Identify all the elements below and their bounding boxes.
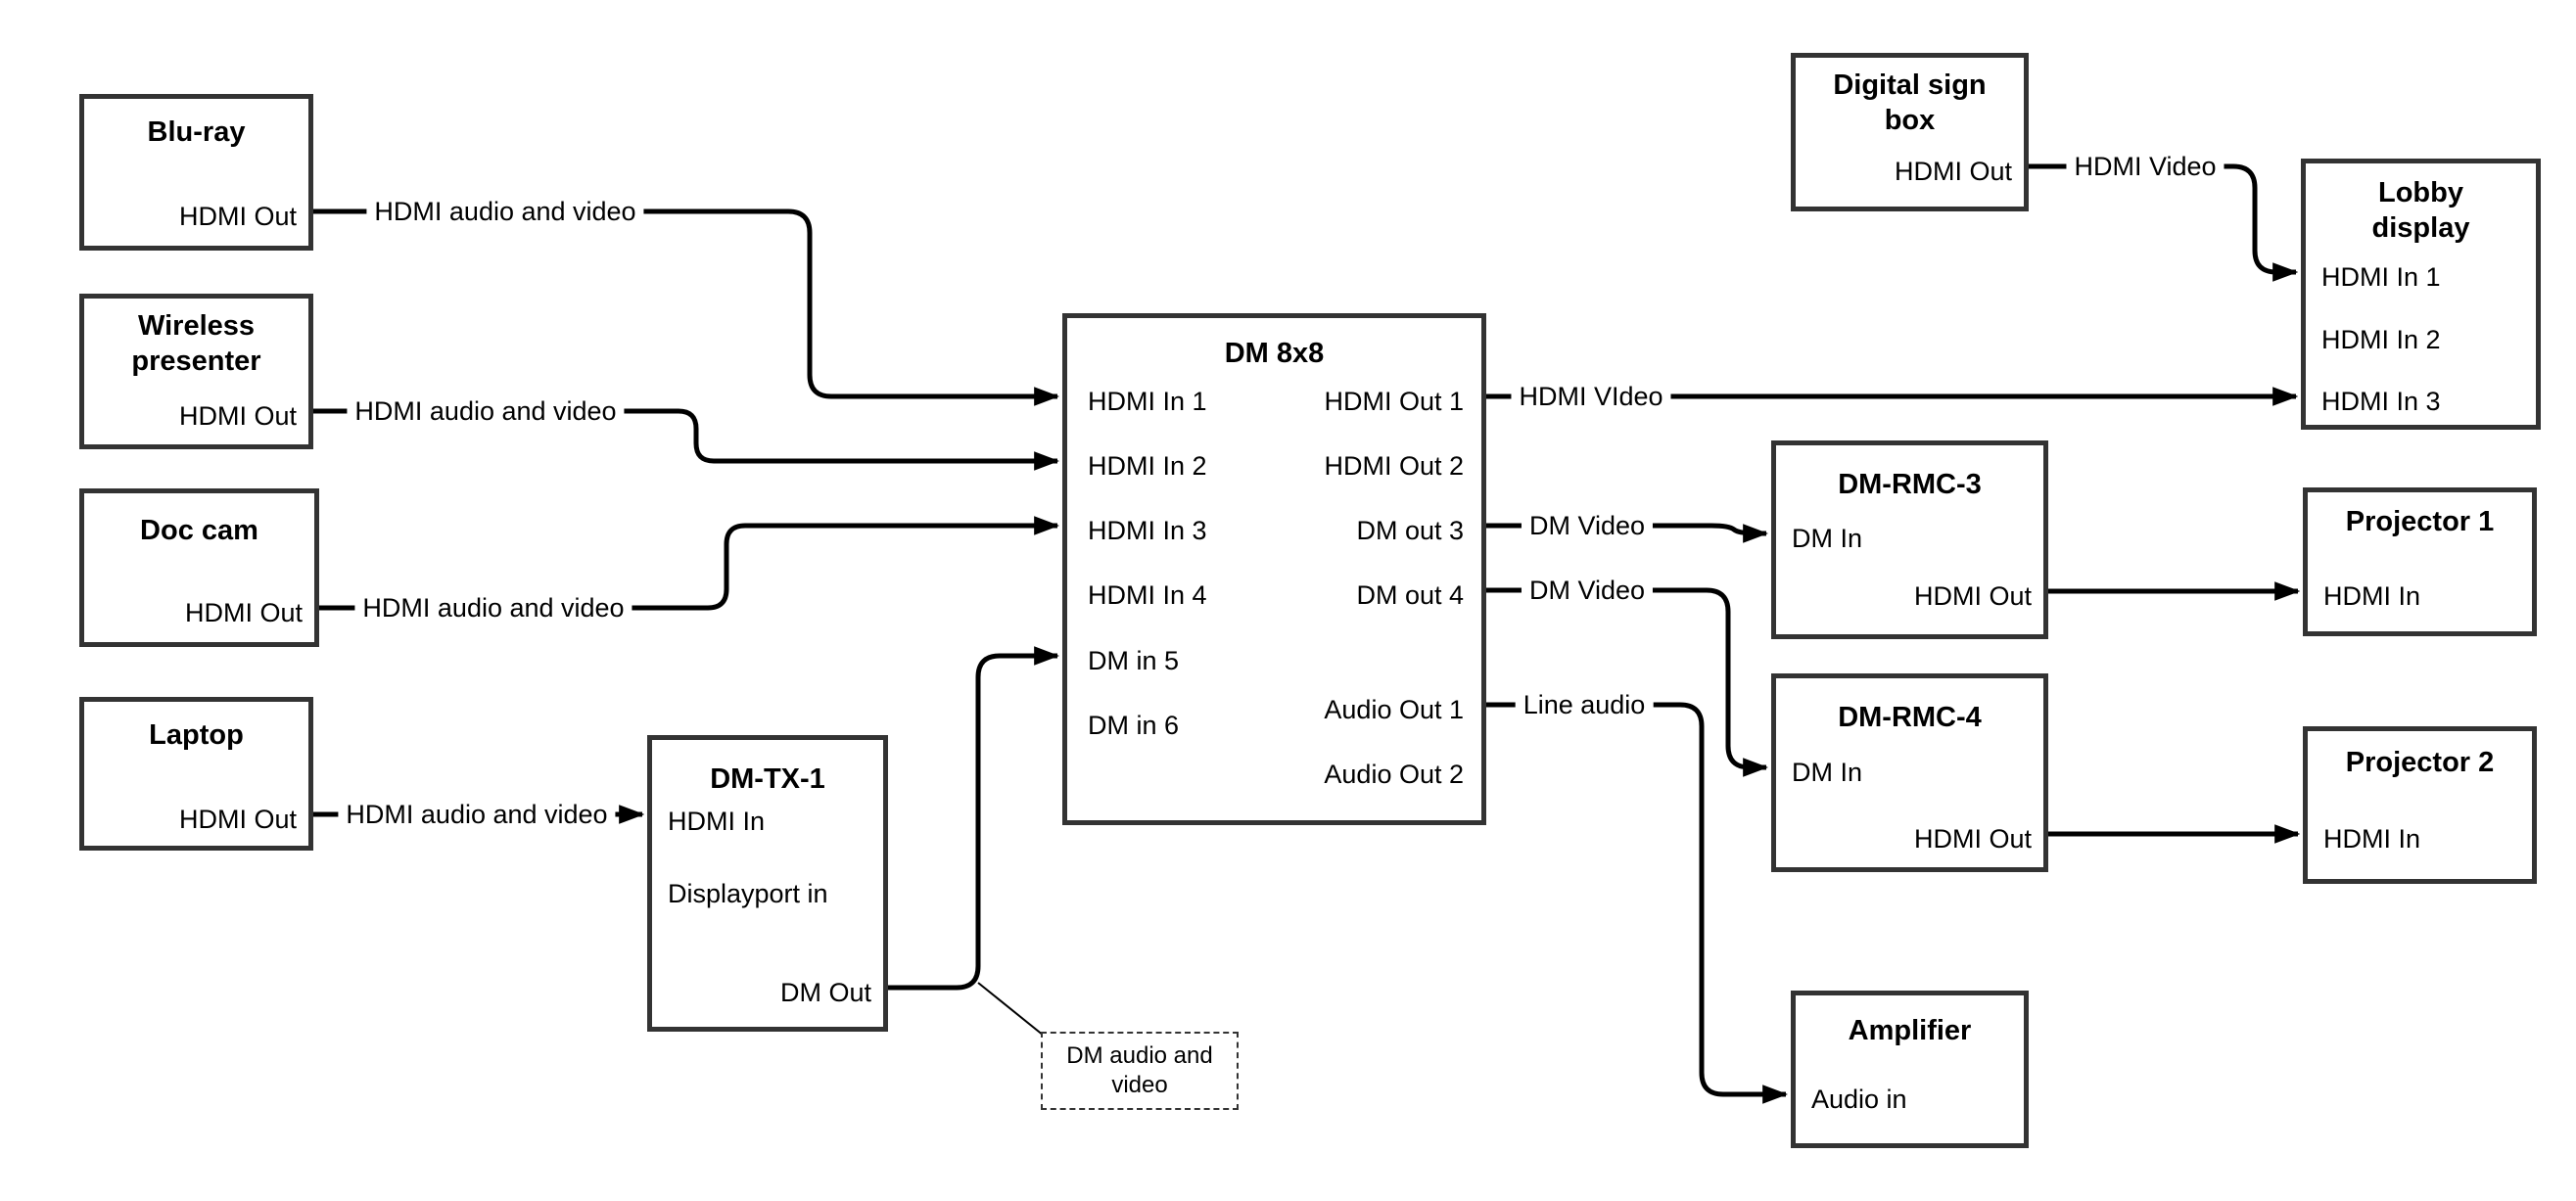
connector-dm8x8-aout1-to-amplifier — [1486, 702, 1789, 1104]
wire-label-wireless: HDMI audio and video — [347, 394, 625, 428]
box-amplifier-title: Amplifier — [1848, 1015, 1972, 1046]
port-proj2-hdmi-in: HDMI In — [2323, 824, 2421, 854]
port-dm8x8-hdmi-out-1: HDMI Out 1 — [1324, 387, 1464, 416]
box-projector-2-title: Projector 2 — [2345, 747, 2495, 778]
port-dmrmc3-hdmi-out: HDMI Out — [1913, 581, 2032, 611]
port-dmtx1-displayport-in: Displayport in — [668, 879, 828, 908]
port-lobby-hdmi-in-3: HDMI In 3 — [2321, 387, 2441, 416]
port-dm8x8-hdmi-in-3: HDMI In 3 — [1088, 516, 1207, 545]
port-dm8x8-audio-out-2: Audio Out 2 — [1324, 760, 1464, 789]
port-dmtx1-dm-out: DM Out — [779, 978, 871, 1007]
box-doc-cam-title: Doc cam — [140, 515, 258, 546]
port-dmrmc4-dm-in: DM In — [1792, 758, 1863, 787]
box-lobby-display: Lobby display HDMI In 1 HDMI In 2 HDMI I… — [2301, 159, 2541, 430]
box-dm-tx-1: DM-TX-1 HDMI In Displayport in DM Out — [647, 735, 888, 1032]
box-digital-sign: Digital sign box HDMI Out — [1791, 53, 2029, 211]
port-dm8x8-audio-out-1: Audio Out 1 — [1324, 695, 1464, 724]
port-lobby-hdmi-in-2: HDMI In 2 — [2321, 325, 2441, 354]
port-doccam-hdmi-out: HDMI Out — [184, 598, 303, 627]
box-wireless-presenter-title: Wireless presenter — [131, 310, 261, 377]
port-amplifier-audio-in: Audio in — [1811, 1085, 1907, 1114]
box-dm-tx-1-title: DM-TX-1 — [710, 763, 825, 795]
box-dm-rmc-3-title: DM-RMC-3 — [1838, 469, 1982, 500]
box-laptop-title: Laptop — [149, 719, 244, 751]
port-dm8x8-dm-out-3: DM out 3 — [1356, 516, 1464, 545]
port-bluray-hdmi-out: HDMI Out — [178, 202, 297, 231]
wire-label-laptop: HDMI audio and video — [338, 798, 616, 831]
box-bluray: Blu-ray HDMI Out — [79, 94, 313, 251]
port-dmtx1-hdmi-in: HDMI In — [668, 807, 766, 836]
box-wireless-presenter: Wireless presenter HDMI Out — [79, 294, 313, 449]
port-proj1-hdmi-in: HDMI In — [2323, 581, 2421, 611]
port-wireless-hdmi-out: HDMI Out — [178, 401, 297, 431]
box-dm-8x8-title: DM 8x8 — [1224, 338, 1325, 369]
box-dm-rmc-3: DM-RMC-3 DM In HDMI Out — [1771, 440, 2048, 639]
wire-label-doccam: HDMI audio and video — [354, 591, 632, 624]
port-dm8x8-hdmi-out-2: HDMI Out 2 — [1324, 451, 1464, 481]
wire-label-dm-out3: DM Video — [1521, 509, 1654, 542]
box-lobby-display-title: Lobby display — [2371, 177, 2470, 244]
port-dmrmc3-dm-in: DM In — [1792, 524, 1863, 553]
port-laptop-hdmi-out: HDMI Out — [178, 805, 297, 834]
port-dm8x8-hdmi-in-4: HDMI In 4 — [1088, 580, 1207, 610]
note-dm-audio-and-video: DM audio and video — [1041, 1032, 1239, 1110]
wire-label-bluray: HDMI audio and video — [366, 195, 644, 228]
box-projector-1: Projector 1 HDMI In — [2303, 487, 2537, 636]
port-dm8x8-dm-out-4: DM out 4 — [1356, 580, 1464, 610]
box-digital-sign-title: Digital sign box — [1833, 69, 1987, 136]
port-lobby-hdmi-in-1: HDMI In 1 — [2321, 262, 2441, 292]
box-amplifier: Amplifier Audio in — [1791, 991, 2029, 1148]
connector-wireless-to-dm8x8-in2 — [313, 408, 1060, 471]
box-projector-2: Projector 2 HDMI In — [2303, 726, 2537, 884]
box-projector-1-title: Projector 1 — [2345, 506, 2495, 537]
box-laptop: Laptop HDMI Out — [79, 697, 313, 851]
note-leader-line — [977, 982, 1045, 1037]
connector-dm8x8-out3-to-dmrmc3 — [1486, 523, 1769, 543]
port-digitalsign-hdmi-out: HDMI Out — [1894, 157, 2012, 186]
port-dm8x8-hdmi-in-2: HDMI In 2 — [1088, 451, 1207, 481]
connector-bluray-to-dm8x8-in1 — [313, 208, 1060, 406]
wire-label-digitalsign: HDMI Video — [2066, 150, 2225, 183]
port-dm8x8-hdmi-in-1: HDMI In 1 — [1088, 387, 1207, 416]
port-dm8x8-dm-in-6: DM in 6 — [1088, 711, 1180, 740]
box-dm-rmc-4: DM-RMC-4 DM In HDMI Out — [1771, 673, 2048, 872]
box-dm-8x8: DM 8x8 HDMI In 1 HDMI In 2 HDMI In 3 HDM… — [1062, 313, 1486, 825]
wire-label-dm-out4: DM Video — [1521, 574, 1654, 607]
port-dm8x8-dm-in-5: DM in 5 — [1088, 646, 1180, 675]
box-bluray-title: Blu-ray — [147, 116, 246, 148]
box-dm-rmc-4-title: DM-RMC-4 — [1838, 702, 1982, 733]
connector-dmtx1-to-dm8x8-in5 — [888, 646, 1060, 991]
box-doc-cam: Doc cam HDMI Out — [79, 488, 319, 647]
wire-label-audio-out1: Line audio — [1515, 688, 1654, 721]
connector-digitalsign-to-lobby-in1 — [2029, 163, 2299, 282]
port-dmrmc4-hdmi-out: HDMI Out — [1913, 824, 2032, 854]
connector-doccam-to-dm8x8-in3 — [319, 516, 1060, 611]
connector-dm8x8-out4-to-dmrmc4 — [1486, 587, 1769, 777]
wire-label-hdmi-out1: HDMI VIdeo — [1511, 380, 1671, 413]
